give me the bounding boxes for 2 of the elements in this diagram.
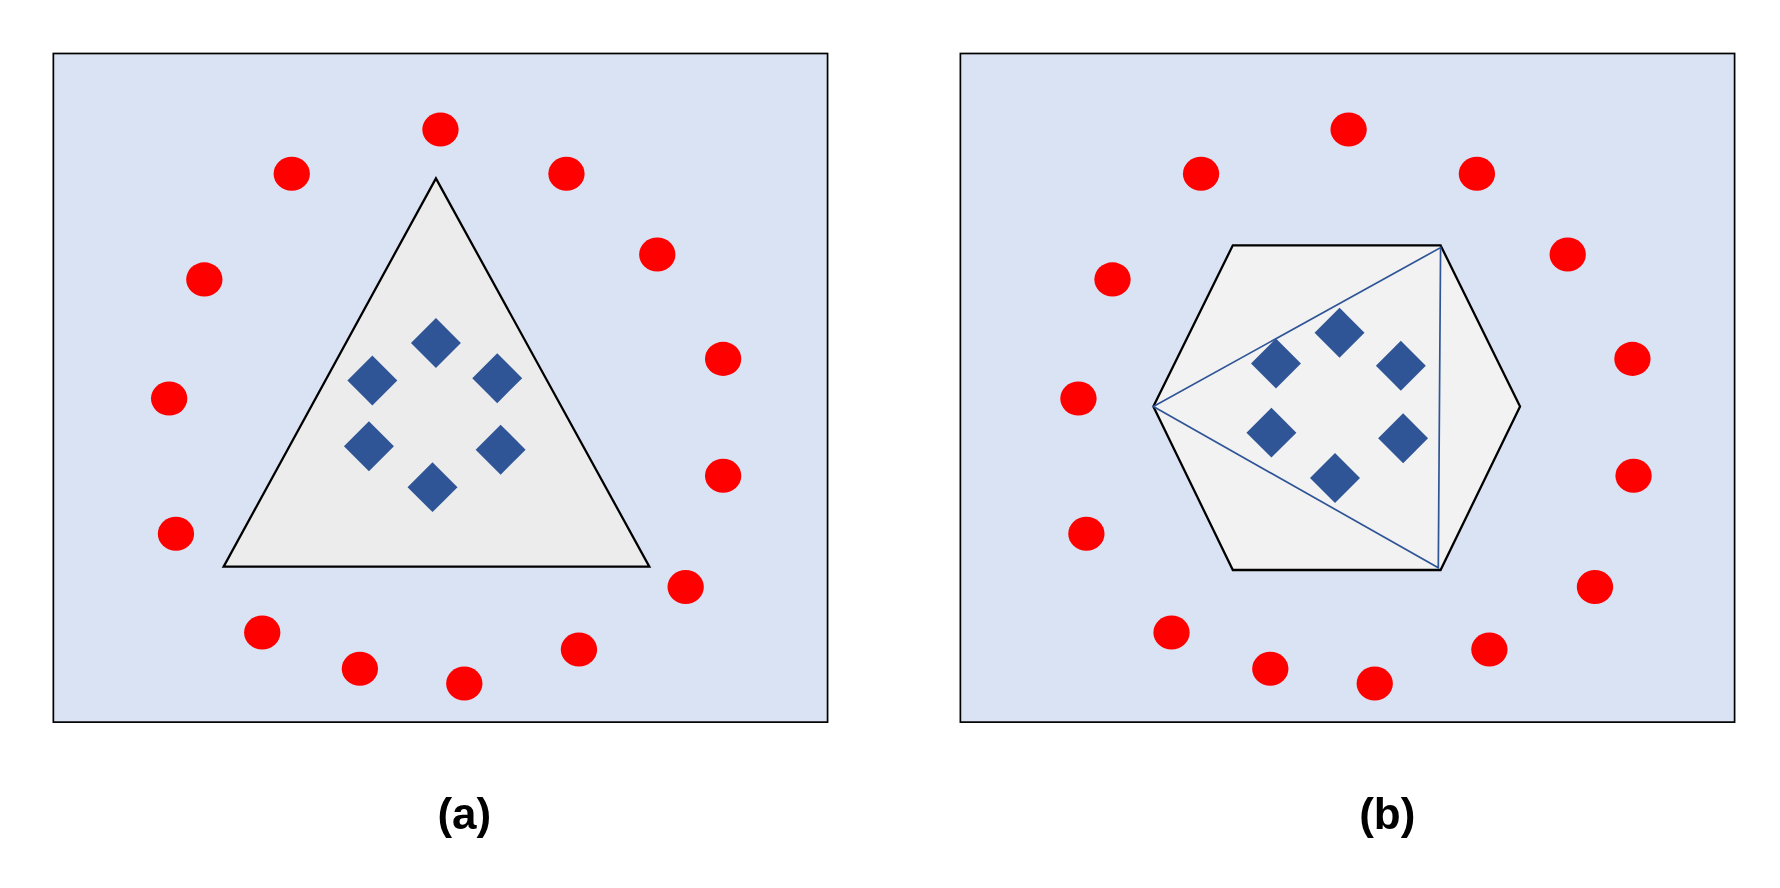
panel-label: (b) [1359,788,1416,839]
panel-label: (a) [437,788,492,839]
